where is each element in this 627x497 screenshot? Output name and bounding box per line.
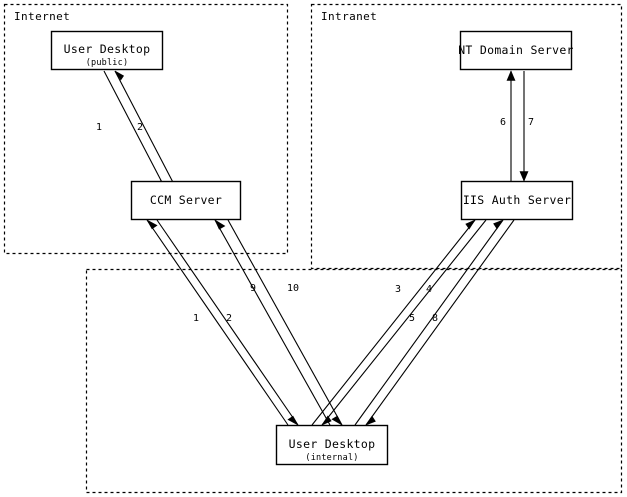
flow-1-public-to-ccm xyxy=(103,70,167,191)
step-label-1-internal: 1 xyxy=(193,313,199,324)
zone-intranet-boundary xyxy=(310,3,623,270)
node-user-desktop-public[interactable]: User Desktop (public) xyxy=(50,30,164,71)
node-user-desktop-internal-subtitle: (internal) xyxy=(305,453,358,463)
flow-2-ccm-to-public xyxy=(114,70,178,191)
node-user-desktop-internal[interactable]: User Desktop (internal) xyxy=(275,424,389,466)
node-iis-auth-server[interactable]: IIS Auth Server xyxy=(460,180,574,221)
flow-lines xyxy=(103,70,529,426)
step-label-2-public: 2 xyxy=(137,122,143,133)
node-user-desktop-public-title: User Desktop xyxy=(64,42,151,56)
step-label-8: 8 xyxy=(432,313,438,324)
step-label-9: 9 xyxy=(250,283,256,294)
node-ccm-server-title: CCM Server xyxy=(150,193,222,207)
zone-label-internet: Internet xyxy=(14,10,70,23)
zone-label-intranet: Intranet xyxy=(321,10,377,23)
node-nt-domain-server[interactable]: NT Domain Server xyxy=(458,30,574,71)
nodes: User Desktop (public) CCM Server NT Doma… xyxy=(50,30,574,466)
zone-boundaries xyxy=(3,3,623,494)
flow-10-ccm-to-internal xyxy=(227,219,343,426)
flow-4-iis-to-internal xyxy=(321,219,487,426)
flow-3-internal-to-iis xyxy=(311,219,476,426)
node-user-desktop-public-subtitle: (public) xyxy=(86,58,129,68)
step-label-7: 7 xyxy=(528,117,534,128)
flow-5-internal-to-iis xyxy=(354,219,504,426)
step-label-2-internal: 2 xyxy=(226,313,232,324)
flow-2-ccm-to-internal xyxy=(156,219,299,426)
step-label-10: 10 xyxy=(287,283,299,294)
flow-9-internal-to-ccm xyxy=(214,219,331,426)
node-ccm-server[interactable]: CCM Server xyxy=(130,180,242,221)
zone-internet-boundary xyxy=(3,3,289,255)
step-label-5: 5 xyxy=(409,313,415,324)
flow-1-internal-to-ccm xyxy=(146,219,289,426)
zone-internal-boundary xyxy=(85,268,623,494)
flow-8-iis-to-internal xyxy=(365,219,515,426)
step-label-6: 6 xyxy=(500,117,506,128)
node-nt-domain-server-title: NT Domain Server xyxy=(458,43,574,57)
flow-7-nt-to-iis xyxy=(519,71,529,182)
node-user-desktop-internal-title: User Desktop xyxy=(289,437,376,451)
flow-6-iis-to-nt xyxy=(506,70,516,181)
step-labels: 1 2 6 7 9 10 1 2 3 4 5 8 xyxy=(96,117,534,324)
step-label-1-public: 1 xyxy=(96,122,102,133)
step-label-3: 3 xyxy=(395,284,401,295)
node-iis-auth-server-title: IIS Auth Server xyxy=(463,193,571,207)
step-label-4: 4 xyxy=(426,284,432,295)
